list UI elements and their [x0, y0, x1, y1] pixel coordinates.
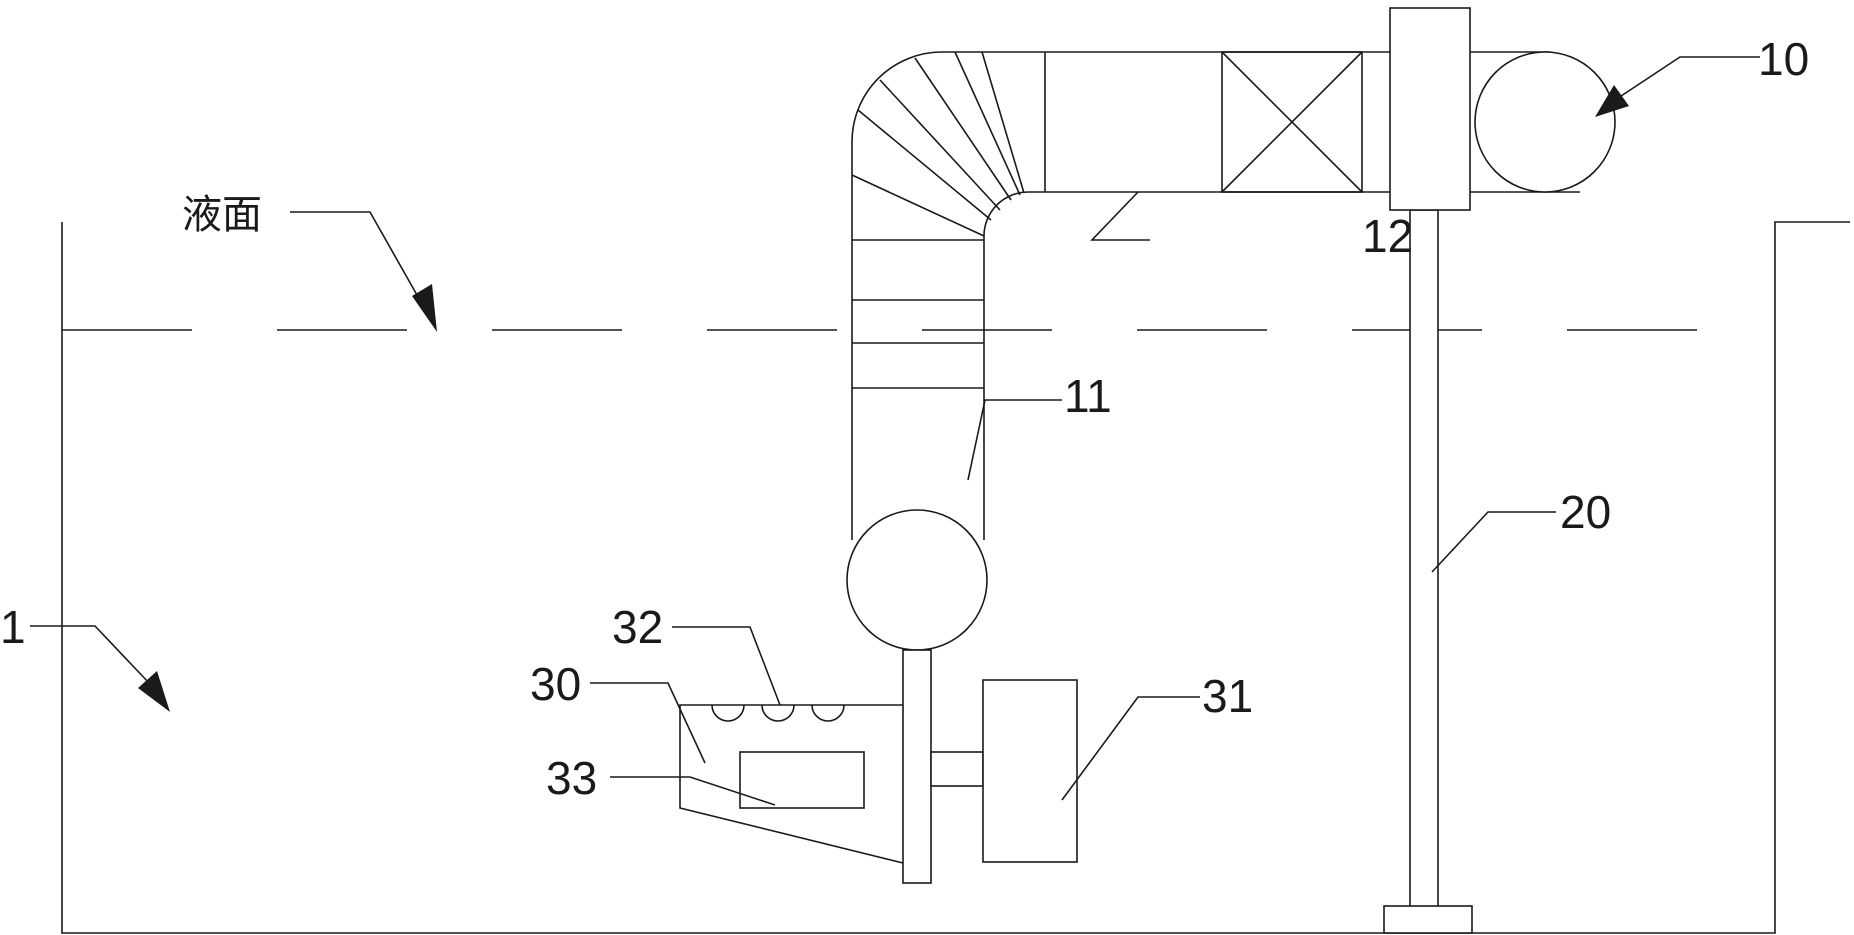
motor-31 — [930, 679, 1078, 863]
unit-10-flange — [1389, 7, 1471, 211]
unit-10-circle — [1474, 51, 1616, 193]
pump-stem — [902, 649, 932, 884]
leader-section-12 — [1090, 191, 1150, 241]
tank-wall — [61, 221, 1850, 934]
rod-base — [1383, 905, 1473, 934]
label-motor-31: 31 — [1202, 670, 1253, 722]
leader-motor-31 — [1061, 696, 1200, 801]
leader-rod-20 — [1431, 511, 1556, 573]
leader-unit-10 — [1614, 56, 1760, 101]
duct-bend-segments — [851, 51, 1025, 237]
motor-body — [982, 679, 1078, 863]
duct-inner-wall — [983, 191, 1390, 540]
label-box-33: 33 — [546, 752, 597, 804]
label-tank: 1 — [0, 601, 26, 653]
motor-shaft — [930, 751, 984, 787]
label-holes-32: 32 — [612, 601, 663, 653]
leader-tank — [30, 625, 151, 685]
rod-20 — [1383, 209, 1473, 934]
section-12 — [1221, 51, 1363, 193]
label-liquid-level: 液面 — [182, 192, 262, 238]
duct-outer-wall — [851, 51, 1390, 540]
leader-liquid-level — [290, 211, 431, 319]
label-pipe-11: 11 — [1064, 370, 1112, 422]
label-section-12: 12 — [1362, 210, 1413, 262]
leader-box-33 — [610, 776, 776, 806]
body-30-outline — [679, 704, 904, 864]
leaders — [30, 56, 1760, 806]
label-body-30: 30 — [530, 658, 581, 710]
unit-10 — [1389, 7, 1616, 211]
box-33 — [739, 751, 865, 809]
duct-bottom-circle — [846, 509, 988, 651]
tank — [61, 221, 1850, 934]
duct-vertical-segments — [852, 239, 984, 389]
leader-holes-32 — [672, 626, 781, 706]
label-unit-10: 10 — [1758, 33, 1809, 85]
leader-body-30 — [590, 682, 706, 764]
body-30 — [679, 704, 904, 864]
duct-11 — [851, 51, 1390, 540]
leader-pipe-11 — [967, 399, 1062, 481]
vertical-rod — [1409, 209, 1439, 911]
label-rod-20: 20 — [1560, 486, 1611, 538]
labels: 液面 1 10 11 12 20 30 31 32 33 — [0, 33, 1809, 804]
cross-box — [1221, 51, 1363, 193]
holes-32 — [711, 704, 845, 722]
